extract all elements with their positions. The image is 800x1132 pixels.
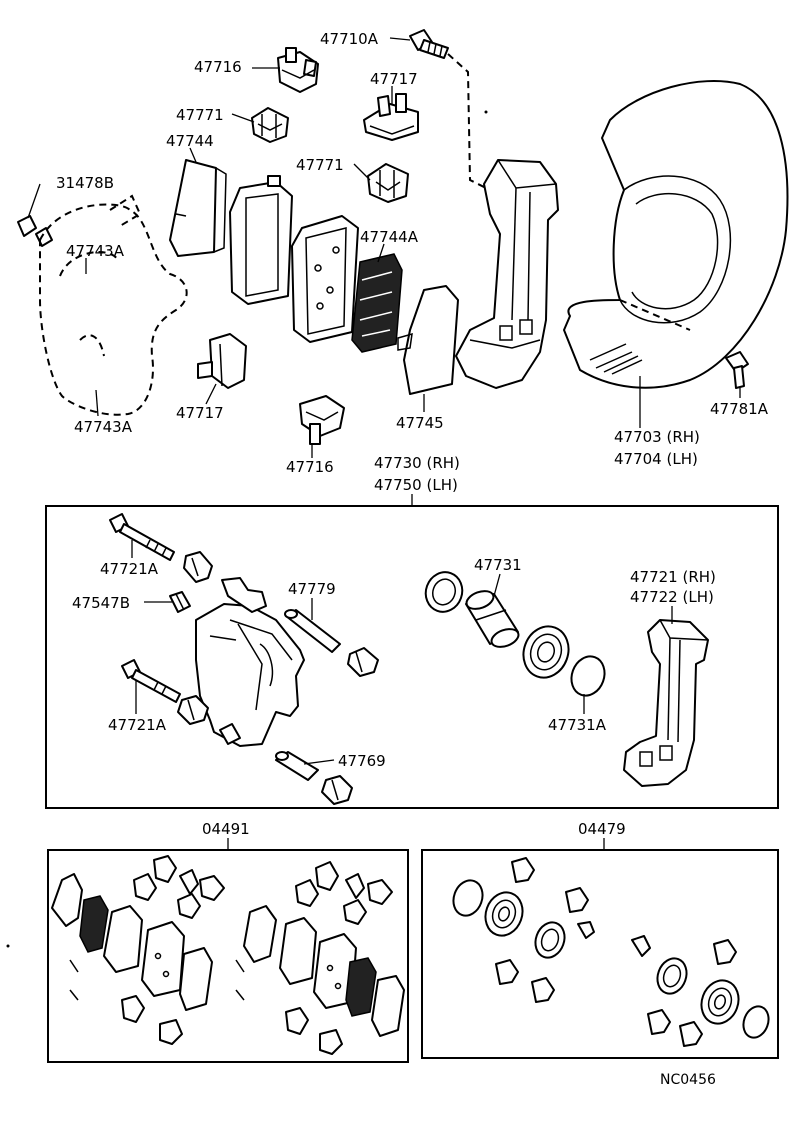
- label-47717-bottom: 47717: [176, 404, 224, 422]
- clip-47717-top: [363, 93, 419, 141]
- label-47745: 47745: [396, 414, 444, 432]
- bleeder-31478b: [17, 215, 53, 247]
- label-47731a: 47731A: [548, 716, 607, 734]
- label-47730: 47730 (RH): [374, 454, 460, 472]
- caliper-assembly-box: [45, 505, 779, 809]
- boot-47779: [347, 647, 379, 677]
- label-47771-mid: 47771: [296, 156, 344, 174]
- bleeder-47547b: [169, 591, 191, 613]
- clip-47716-top: [277, 47, 319, 93]
- label-47547b: 47547B: [72, 594, 130, 612]
- stray-dot-1: [484, 110, 488, 114]
- shim-47744: [169, 159, 227, 257]
- bolt-47721a-upper: [109, 513, 175, 561]
- kit-box-04479: [421, 849, 779, 1059]
- label-47779: 47779: [288, 580, 336, 598]
- piston-seal-ring: [424, 571, 464, 613]
- boot-lower-1: [177, 695, 209, 725]
- diagram-id: NC0456: [660, 1072, 716, 1088]
- label-31478b: 31478B: [56, 174, 114, 192]
- caliper-bracket-top: [455, 159, 559, 389]
- dust-shield-47703: [563, 80, 789, 389]
- label-47769: 47769: [338, 752, 386, 770]
- stray-dot-2: [6, 944, 10, 948]
- clip-47717-bottom: [197, 333, 247, 389]
- caliper-phantom-47743a: [39, 194, 188, 416]
- piston-47731: [465, 590, 520, 648]
- mounting-bracket-47721: [623, 619, 709, 787]
- label-47781a: 47781A: [710, 400, 769, 418]
- caliper-body: [195, 577, 305, 747]
- pin-47779: [284, 609, 341, 653]
- label-47717-top: 47717: [370, 70, 418, 88]
- bolt-47781a: [725, 351, 749, 389]
- label-47731: 47731: [474, 556, 522, 574]
- label-47743a-top: 47743A: [66, 242, 125, 260]
- bolt-47710a: [409, 29, 449, 59]
- label-47722: 47722 (LH): [630, 588, 714, 606]
- label-47721a-upper: 47721A: [100, 560, 159, 578]
- label-47716-bottom: 47716: [286, 458, 334, 476]
- brake-pad-left: [229, 175, 293, 305]
- clip-47771-mid: [367, 163, 409, 203]
- clip-47716-bottom: [299, 395, 345, 445]
- label-04479: 04479: [578, 820, 626, 838]
- label-04491: 04491: [202, 820, 250, 838]
- boot-upper-1: [183, 551, 213, 583]
- label-47744a: 47744A: [360, 228, 419, 246]
- clip-47771-top: [251, 107, 289, 143]
- label-47704: 47704 (LH): [614, 450, 698, 468]
- kit-04479-contents: [452, 857, 770, 1047]
- boot-47769: [321, 775, 353, 805]
- bolt-path-dashed: [447, 53, 491, 191]
- brake-pad-right: [291, 215, 359, 343]
- label-47703: 47703 (RH): [614, 428, 700, 446]
- piston-boot: [522, 625, 570, 679]
- o-ring-47731a: [570, 655, 606, 697]
- box-leader-lines: [131, 540, 673, 765]
- bolt-47721a-lower: [121, 659, 181, 703]
- shim-47744a: [351, 253, 403, 353]
- pin-47769: [275, 751, 319, 781]
- label-47721: 47721 (RH): [630, 568, 716, 586]
- kit-04491-contents: [51, 855, 405, 1055]
- label-47771-top: 47771: [176, 106, 224, 124]
- labels: 47710A 47716 47717 47771 47744 47771 314…: [56, 30, 769, 1088]
- label-47744: 47744: [166, 132, 214, 150]
- label-47743a-bottom: 47743A: [74, 418, 133, 436]
- label-47750: 47750 (LH): [374, 476, 458, 494]
- label-47716-top: 47716: [194, 58, 242, 76]
- shim-47745: [397, 285, 459, 395]
- label-47721a-lower: 47721A: [108, 716, 167, 734]
- top-leader-lines: [27, 37, 741, 506]
- label-47710a: 47710A: [320, 30, 379, 48]
